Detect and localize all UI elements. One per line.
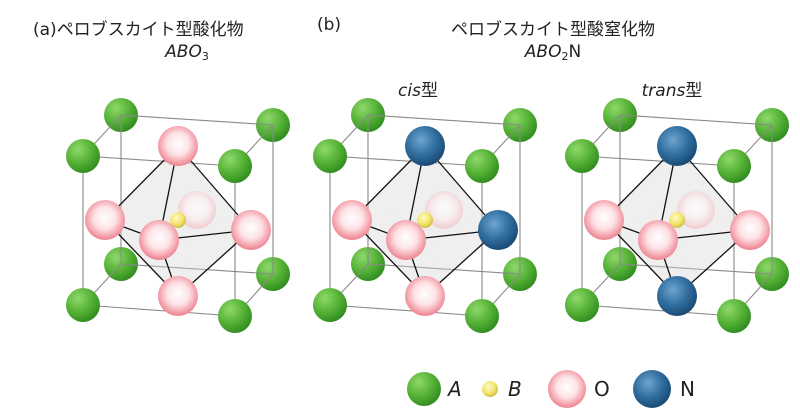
unit-cell-edge [581,304,735,317]
unit-cell-edge [120,114,274,126]
panel-b-formula-tail: N [568,42,582,62]
o-atom-back [677,191,715,229]
o-atom [386,220,426,260]
panel-a-formula-sub: 3 [201,50,209,63]
legend-a-swatch [407,372,441,406]
panel-b-formula: ABO2N [525,42,581,63]
unit-cell-edge [619,114,773,126]
legend-a-label: A [448,377,462,401]
a-site-atom [313,288,347,322]
n-atom [405,126,445,166]
a-site-atom [218,149,252,183]
unit-cell-edge [82,155,236,167]
trans-label: trans型 [642,76,703,101]
cis-structure [313,98,537,333]
legend-o-swatch [548,370,586,408]
oxide-structure [66,98,290,333]
a-site-atom [465,149,499,183]
n-atom [478,210,518,250]
trans-label-italic: trans [641,81,686,101]
a-site-atom [565,139,599,173]
legend-b-label: B [508,377,522,401]
b-site-atom [669,212,685,228]
unit-cell-edge [82,304,236,317]
unit-cell-edge [329,155,483,167]
legend-n-swatch [633,370,671,408]
o-atom [85,200,125,240]
o-atom [139,220,179,260]
panel-b-formula-main: ABO [524,42,562,62]
unit-cell-edge [619,263,773,275]
a-site-atom [313,139,347,173]
b-site-atom [170,212,186,228]
a-site-atom [717,149,751,183]
o-atom [158,126,198,166]
a-site-atom [717,299,751,333]
a-site-atom [465,299,499,333]
panel-a-title: ペロブスカイト型酸化物 [56,20,244,40]
b-site-atom [417,212,433,228]
panel-a-formula: ABO3 [165,42,209,63]
n-atom [657,276,697,316]
o-atom [231,210,271,250]
n-atom [657,126,697,166]
panel-b-title: ペロブスカイト型酸窒化物 [451,20,655,40]
unit-cell-edge [367,114,521,126]
o-atom-back [178,191,216,229]
o-atom [730,210,770,250]
panel-a-label: (a) [33,20,57,40]
panel-b-formula-sub: 2 [561,50,569,63]
panel-b-label: (b) [317,15,342,35]
unit-cell-edge [581,155,735,167]
trans-label-suffix: 型 [685,81,703,101]
unit-cell-edge [367,263,521,275]
a-site-atom [66,288,100,322]
trans-structure [565,98,789,333]
panel-a-heading: (a)ペロブスカイト型酸化物 [33,15,244,40]
legend-o-label: O [594,377,610,401]
unit-cell-edge [329,304,483,317]
legend-n-label: N [680,377,695,401]
o-atom [638,220,678,260]
o-atom-back [425,191,463,229]
cis-label-suffix: 型 [420,81,438,101]
panel-a-formula-main: ABO [165,42,202,62]
a-site-atom [66,139,100,173]
cis-label-italic: cis [398,81,421,101]
a-site-atom [218,299,252,333]
o-atom [405,276,445,316]
o-atom [584,200,624,240]
legend-b-swatch [482,381,498,397]
o-atom [332,200,372,240]
a-site-atom [565,288,599,322]
cis-label: cis型 [398,76,438,101]
unit-cell-edge [120,263,274,275]
o-atom [158,276,198,316]
